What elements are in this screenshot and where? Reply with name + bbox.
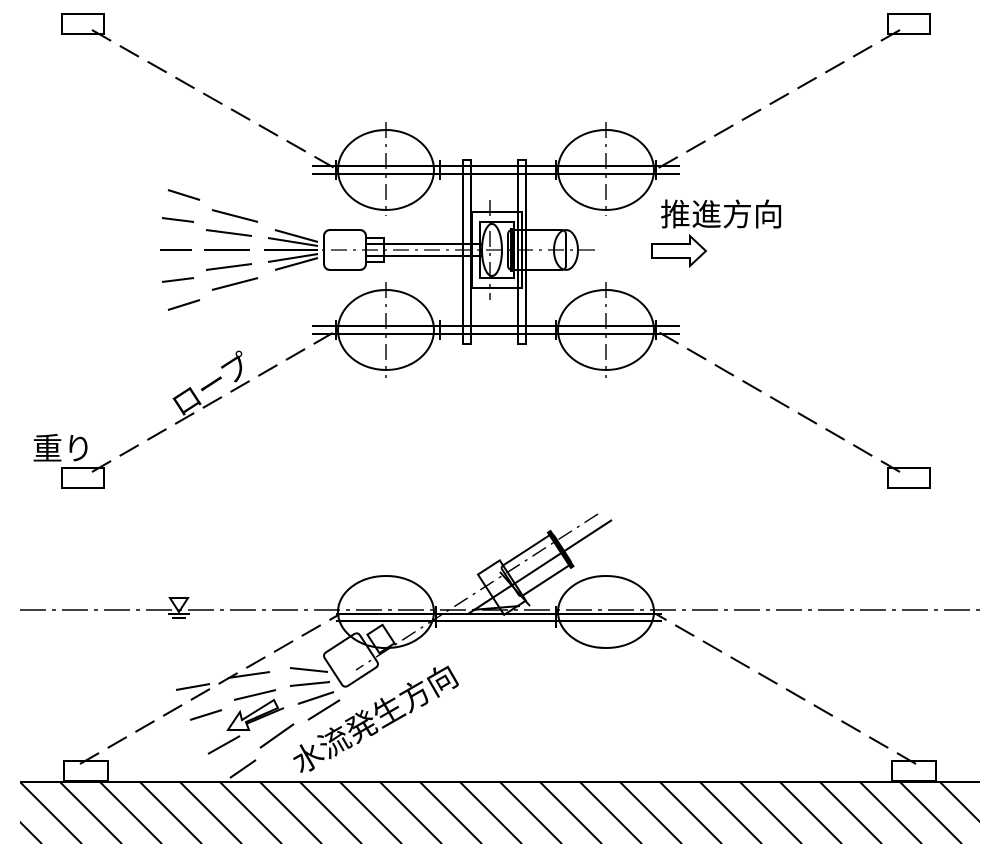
propulsion-direction-label: 推進方向 bbox=[660, 198, 784, 234]
rope-label: ロープ bbox=[165, 347, 258, 424]
weight-label: 重り bbox=[32, 432, 94, 468]
jet-spray-top bbox=[160, 189, 319, 311]
jet-spray-side bbox=[175, 667, 341, 779]
mooring-ropes-top bbox=[91, 29, 901, 473]
weight-block-top-left bbox=[61, 13, 105, 35]
propulsion-arrow bbox=[651, 233, 708, 269]
weight-block-side-left bbox=[63, 760, 109, 782]
weight-block-top-right bbox=[887, 13, 931, 35]
ground-hatch bbox=[20, 782, 980, 844]
water-level-symbol bbox=[168, 597, 190, 614]
side-view bbox=[20, 513, 980, 844]
weight-block-bottom-left bbox=[61, 467, 105, 489]
mooring-ropes-side bbox=[79, 613, 917, 765]
weight-block-bottom-right bbox=[887, 467, 931, 489]
frame-rail-left bbox=[462, 159, 472, 345]
float-side-left bbox=[337, 575, 435, 649]
float-side-right bbox=[557, 575, 655, 649]
water-flow-arrow bbox=[226, 698, 280, 731]
tilted-drive-unit bbox=[323, 513, 613, 688]
plan-view bbox=[61, 13, 931, 489]
cross-beam-top bbox=[312, 160, 680, 180]
propeller-housing-side bbox=[323, 632, 379, 688]
water-flow-direction-label: 水流発生方向 bbox=[286, 658, 465, 782]
cross-beam-bottom bbox=[312, 320, 680, 340]
